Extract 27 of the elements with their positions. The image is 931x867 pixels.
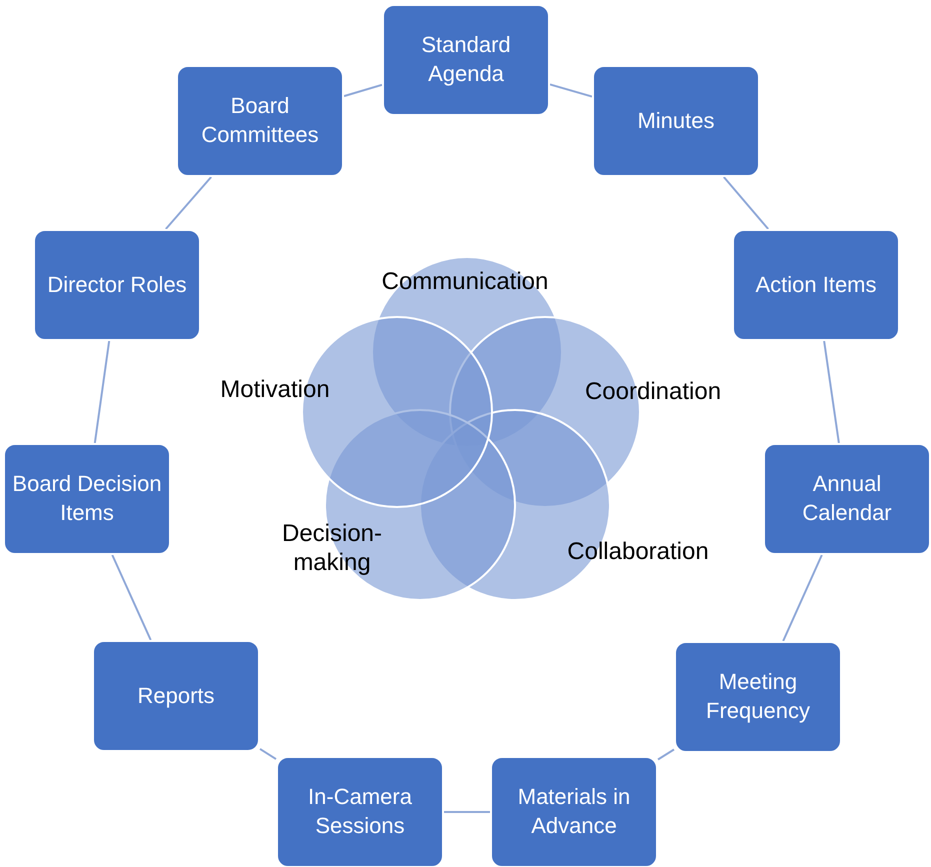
process-box: Standard Agenda	[382, 4, 550, 116]
connector-line	[111, 554, 152, 640]
process-box: Board Decision Items	[3, 443, 171, 555]
process-box: Reports	[92, 640, 260, 752]
connector-line	[344, 84, 382, 98]
process-box: Board Committees	[176, 65, 344, 177]
connector-line	[94, 340, 110, 444]
connector-line	[782, 554, 823, 642]
circle-label: Communication	[380, 268, 550, 297]
process-box: In-Camera Sessions	[276, 756, 444, 867]
connector-line	[259, 748, 277, 760]
connector-line	[444, 811, 490, 813]
process-box: Director Roles	[33, 229, 201, 341]
connector-line	[550, 83, 592, 98]
circle-label: Decision-making	[280, 520, 384, 578]
connector-line	[165, 176, 212, 230]
connector-line	[657, 748, 675, 760]
process-box: Minutes	[592, 65, 760, 177]
process-box: Meeting Frequency	[674, 641, 842, 753]
process-box: Action Items	[732, 229, 900, 341]
connector-line	[823, 340, 840, 444]
process-box: Materials in Advance	[490, 756, 658, 867]
circle-label: Coordination	[584, 378, 722, 407]
connector-line	[723, 176, 769, 230]
process-box: Annual Calendar	[763, 443, 931, 555]
circle-label: Motivation	[219, 376, 331, 405]
circle-label: Collaboration	[566, 538, 710, 567]
